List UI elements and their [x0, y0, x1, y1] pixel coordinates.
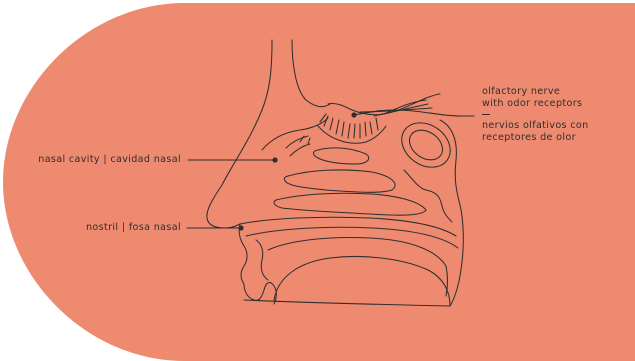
superior-turbinate [314, 148, 369, 164]
pharynx-wall [440, 120, 463, 306]
olfactory-epithelium [318, 126, 386, 143]
upper-lip [239, 224, 247, 284]
oral-cavity-roof [268, 238, 446, 267]
nostril-pointer-dot [238, 225, 243, 230]
language-separator [482, 114, 490, 115]
olfactory-label-spanish-line1: nervios olfativos con [482, 120, 589, 133]
sphenoid-sinus-outer [393, 114, 459, 177]
olfactory-nerve-strands [360, 100, 432, 116]
olfactory-fibers [320, 114, 378, 138]
middle-turbinate [284, 170, 395, 192]
turbinate-folds [286, 136, 310, 156]
tongue [274, 257, 450, 307]
hard-palate [240, 217, 456, 236]
sphenoid-sinus-inner [404, 124, 448, 166]
olfactory-label-english-line2: with odor receptors [482, 98, 582, 111]
uvula [446, 266, 448, 296]
cavity-roof-line [262, 118, 328, 150]
nostril-label: nostril | fosa nasal [86, 222, 181, 235]
inferior-turbinate [274, 193, 426, 215]
nasal-bridge-line [292, 40, 330, 107]
nasal-cavity-label: nasal cavity | cavidad nasal [38, 154, 181, 167]
olfactory-pointer-dot [351, 112, 356, 117]
nose-profile-outline [207, 40, 272, 228]
olfactory-label-spanish-line2: receptores de olor [482, 132, 576, 145]
olfactory-label-english-line1: olfactory nerve [482, 86, 560, 99]
teeth-upper [256, 240, 268, 280]
nasal-cavity-pointer-dot [272, 157, 277, 162]
